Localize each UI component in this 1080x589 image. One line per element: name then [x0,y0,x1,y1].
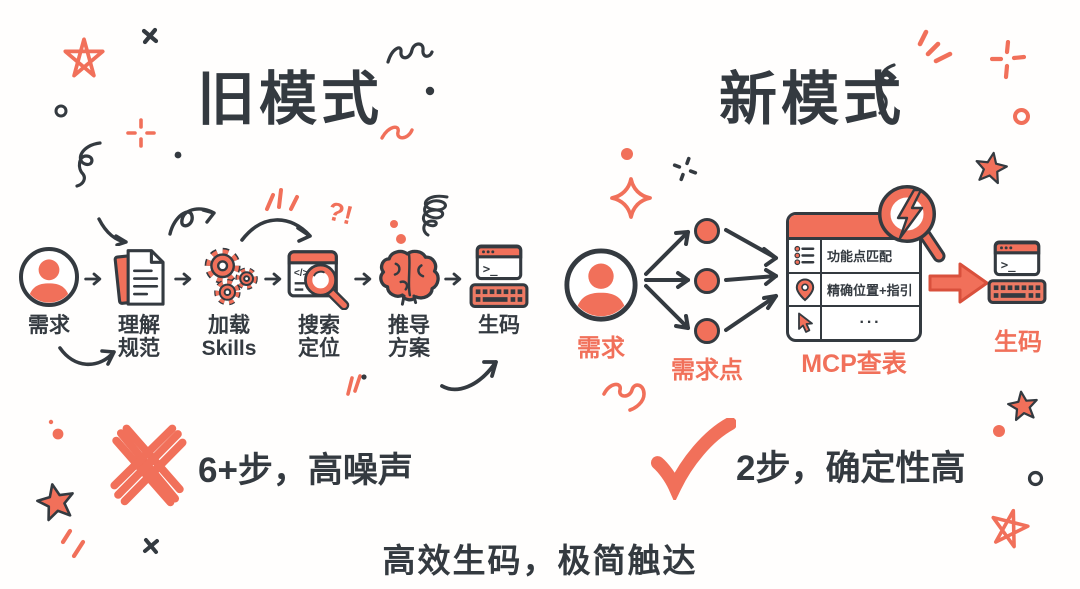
circle-doodle [1027,470,1044,487]
map-pin-icon [789,273,822,306]
step-label: Skills [201,337,257,361]
circle-doodle [54,104,68,118]
mcp-row-text: 精确位置+指引 [827,283,913,298]
plus-sparkle-icon [126,118,156,148]
arrow-doodle [97,217,128,246]
search-window-icon: </> [286,244,352,310]
step-label: 定位 [298,337,340,361]
tornado-squiggle-doodle [421,194,449,237]
mcp-table-label: MCP查表 [801,350,907,378]
block-arrow-icon [928,262,989,304]
x-mark-icon [110,424,187,507]
dots-doodle [48,419,64,440]
mcp-row-text: 功能点匹配 [827,249,893,265]
cursor-icon [789,307,822,339]
swoosh-arrow-doodle [440,360,498,392]
mcp-table-row: 功能点匹配 [789,240,919,274]
dot-doodle [993,425,1005,437]
mcp-table-row: 精确位置+指引 [789,273,919,308]
step-understand-spec: 理解 规范 [104,244,174,360]
terminal-keyboard-icon: >_ [468,244,530,310]
old-mode-flow: 需求 理解 规范 [14,244,538,360]
dot-doodle [174,151,182,159]
rays-doodle [917,29,953,64]
new-output-label: 生码 [994,329,1042,356]
mini-sparkle-doodle [672,156,698,182]
need-point-dot [694,218,720,244]
arrow-right-icon [84,272,102,286]
prompt-glyph: >_ [1001,257,1016,273]
loop-arrow-doodle [168,207,216,236]
need-point-dot [694,318,720,344]
swoosh-arrow-doodle [58,346,116,367]
need-points-label: 需求点 [671,357,743,384]
step-label: 生码 [478,314,520,337]
arrow-right-icon [444,272,462,286]
new-verdict-text: 2步，确定性高 [736,449,966,488]
step-label: 方案 [388,337,430,361]
step-search-locate: </> 搜索 定位 [284,244,354,360]
sparkle-x-icon [143,538,159,554]
mcp-row-text: ··· [859,314,882,332]
dashes-doodle [60,528,86,559]
star-doodle [991,508,1030,549]
step-label: 加载 [208,314,250,337]
dot-doodle [425,86,435,96]
step-label: 需求 [28,314,70,337]
new-input-label: 需求 [577,335,625,362]
squiggle-doodle [75,141,102,188]
mcp-table-row: ··· [789,307,919,339]
surprise-doodle: ?! [324,195,356,231]
circle-doodle [1013,108,1030,125]
swirl-doodle [380,125,414,140]
arrow-right-icon [174,272,192,286]
step-derive-plan: 推导 方案 [374,244,444,360]
step-label: 搜索 [298,314,340,337]
rays-doodle [265,188,299,211]
list-icon [789,240,822,272]
check-mark-icon [650,418,736,500]
gears-icon [197,244,261,310]
user-icon [17,244,81,310]
star-icon [975,151,1008,185]
arrow-right-icon [264,272,282,286]
step-label: 推导 [388,314,430,337]
diamond-sparkle-doodle [610,177,652,219]
arrow-right-icon [354,272,372,286]
dot-doodle [621,148,633,160]
scratch-doodle [346,374,367,396]
brain-icon [376,244,442,310]
step-load-skills: 加载 Skills [194,244,264,360]
star-icon [36,483,74,522]
step-requirement: 需求 [14,244,84,337]
document-icon [108,244,170,310]
footer-slogan: 高效生码，极简触达 [382,542,698,579]
swirl-doodle [386,42,434,64]
old-mode-title: 旧模式 [196,67,383,132]
dots-doodle [390,220,406,244]
prompt-glyph: >_ [483,261,498,277]
new-mode-title: 新模式 [718,67,905,132]
sparkle-x-icon [141,27,159,45]
user-icon [562,246,640,329]
converge-arrows-icon [724,228,778,332]
step-generate-code: >_ 生码 [464,244,534,337]
star-doodle [63,37,105,78]
step-label: 规范 [118,337,160,361]
fan-arrows-icon [644,230,690,330]
need-point-dot [694,268,720,294]
plus-sparkle-icon [990,40,1026,80]
code-glyph: </> [294,268,309,279]
arc-arrow-doodle [240,218,312,243]
terminal-keyboard-icon: >_ [986,240,1048,311]
magnifier-lightning-icon [878,185,946,263]
old-verdict-text: 6+步，高噪声 [198,451,413,490]
squiggle-doodle [878,63,896,115]
star-icon [1007,390,1038,422]
step-label: 理解 [118,314,160,337]
swirl-doodle [602,382,646,412]
